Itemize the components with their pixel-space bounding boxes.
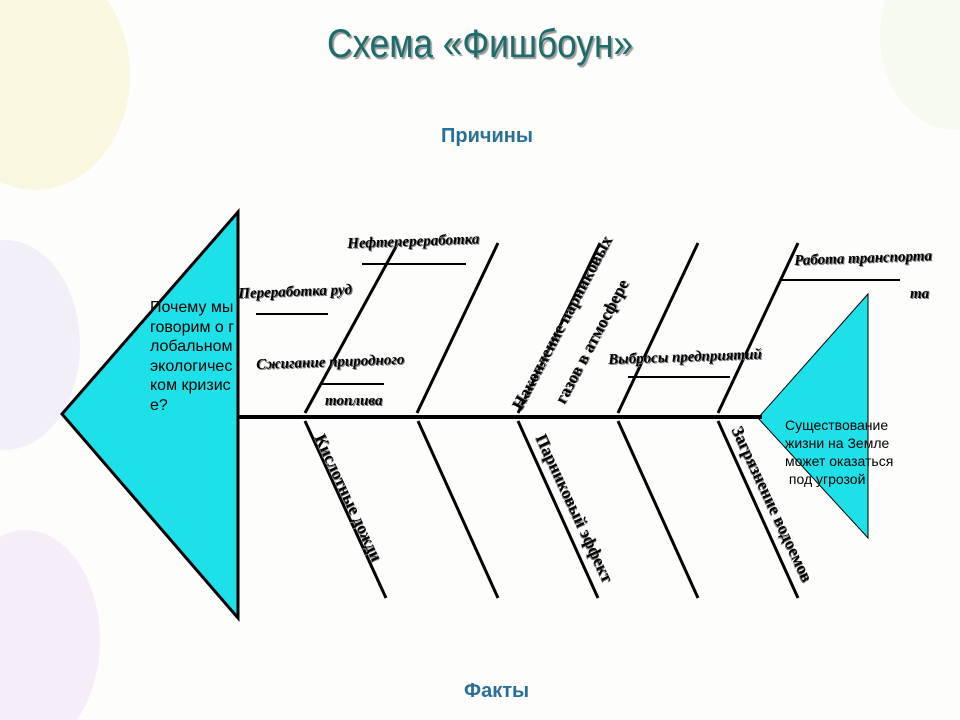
diagram-title: Схема «Фишбоун» bbox=[327, 22, 633, 66]
fact-bone bbox=[616, 420, 700, 599]
cause-bone bbox=[716, 242, 800, 414]
fact-bone bbox=[303, 420, 388, 599]
cause-transport-line2: та bbox=[910, 286, 930, 302]
facts-label: Факты bbox=[464, 680, 530, 702]
cause-gas-burning-line2: топлива bbox=[325, 393, 383, 409]
tail-conclusion: Существование жизни на Земле может оказа… bbox=[785, 417, 894, 487]
fact-bone bbox=[516, 420, 600, 599]
cause-bone bbox=[516, 242, 602, 414]
head-question: Почему мы говорим о глобальном экологиче… bbox=[150, 299, 235, 414]
fish-head-shape bbox=[60, 207, 240, 623]
cause-bone bbox=[303, 242, 400, 414]
fact-bone bbox=[416, 420, 500, 599]
cause-bone bbox=[616, 242, 700, 414]
causes-label: Причины bbox=[441, 125, 533, 147]
cause-bone bbox=[415, 242, 500, 414]
fact-bone bbox=[716, 420, 800, 599]
fish-tail-shape bbox=[757, 292, 869, 540]
